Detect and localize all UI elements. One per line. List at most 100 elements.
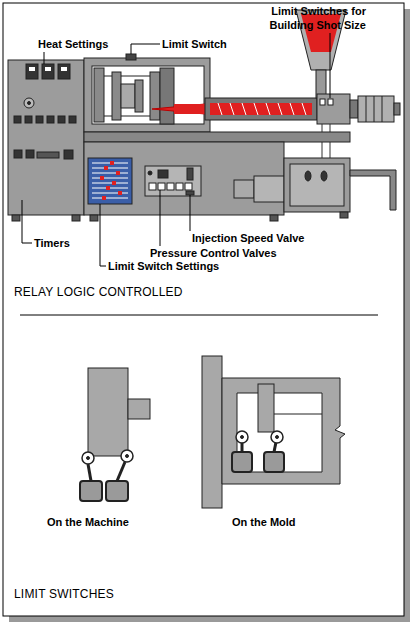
machine-base-part-part <box>112 181 116 185</box>
leader-lines-part <box>160 190 161 246</box>
control-cabinet <box>8 60 84 221</box>
machine-base-part <box>254 176 284 202</box>
control-cabinet-part <box>64 150 73 159</box>
machine-base-part-part <box>92 178 128 179</box>
machine-base-part-part <box>110 161 114 165</box>
mold-limit-switches-part <box>258 384 274 432</box>
machine-base-part <box>84 142 284 215</box>
clamp-unit-part <box>174 104 205 114</box>
clamp-unit-part <box>121 84 135 108</box>
clamp-unit-part <box>135 80 143 112</box>
machine-limit-switches-part <box>87 457 90 460</box>
callout-label: Heat Settings <box>38 38 108 51</box>
machine-base-part <box>187 168 193 180</box>
machine-base-part-part <box>92 193 128 194</box>
machine-base-part-part <box>100 176 104 180</box>
page-frame-part <box>3 3 404 616</box>
machine-limit-switches-part <box>88 368 128 456</box>
clamp-unit <box>84 54 210 132</box>
panel-caption: RELAY LOGIC CONTROLLED <box>14 285 183 299</box>
control-cabinet-part <box>14 150 22 158</box>
injection-unit-part <box>317 94 350 124</box>
mold-limit-switches <box>202 356 346 508</box>
injection-unit-part <box>290 103 294 115</box>
machine-limit-switches-part <box>82 452 94 464</box>
injection-unit-part <box>266 103 270 115</box>
machine-base-part-part <box>92 173 128 174</box>
control-cabinet-part <box>37 152 59 158</box>
machine-limit-switches-part <box>126 455 129 458</box>
callout-label: Injection Speed Valve <box>192 232 305 245</box>
control-cabinet-part <box>26 150 34 158</box>
injection-unit-part <box>382 96 383 122</box>
machine-base-part <box>270 215 278 221</box>
control-cabinet-part <box>36 116 43 123</box>
view-label: On the Machine <box>47 516 129 529</box>
control-cabinet-part <box>14 116 21 123</box>
page-frame <box>3 3 410 622</box>
machine-base-part <box>100 161 122 200</box>
machine-base-part <box>234 180 254 198</box>
control-cabinet-part <box>12 215 20 221</box>
clamp-unit-part <box>126 54 136 60</box>
machine-base-part-part <box>104 166 108 170</box>
injection-unit-part <box>242 103 246 115</box>
control-cabinet-part <box>47 116 54 123</box>
callout-label: Limit Switches for Building Shot Size <box>236 4 366 32</box>
machine-base-part <box>340 212 348 218</box>
machine-limit-switches-part <box>106 481 128 501</box>
control-cabinet-part <box>26 64 38 79</box>
page-frame-part <box>20 315 378 316</box>
machine-limit-switches-part <box>117 462 125 481</box>
mold-limit-switches-part <box>241 436 244 439</box>
injection-unit-part <box>374 96 375 122</box>
view-label: On the Mold <box>232 516 296 529</box>
callout-label: Limit Switch <box>162 38 227 51</box>
leader-lines-part <box>190 195 191 231</box>
injection-unit-part <box>210 103 312 115</box>
clamp-unit-part <box>160 68 174 124</box>
machine-base-part <box>92 163 128 198</box>
machine-base-part <box>305 171 311 181</box>
injection-unit-part <box>366 96 367 122</box>
injection-unit-part <box>358 96 394 122</box>
injection-unit-part <box>230 103 234 115</box>
clamp-unit-part <box>92 66 204 124</box>
machine-base-part <box>290 164 344 206</box>
machine-base-part <box>321 171 327 181</box>
mold-limit-switches-part <box>232 452 252 472</box>
mold-limit-switches-part <box>274 414 322 415</box>
leader-lines-part <box>44 52 45 64</box>
control-cabinet-part <box>42 64 54 79</box>
injection-unit-part <box>218 103 222 115</box>
clamp-unit-part <box>94 68 104 122</box>
callout-label: Pressure Control Valves <box>150 247 277 260</box>
leader-lines-part <box>22 200 32 243</box>
injection-unit-part <box>320 99 325 105</box>
mold-limit-switches-part <box>276 436 279 439</box>
machine-base-part-part <box>116 171 120 175</box>
machine-base-part <box>186 191 194 195</box>
control-cabinet-part <box>69 116 76 123</box>
leader-lines-part <box>131 44 160 54</box>
mold-limit-switches-part <box>340 430 346 431</box>
panel-caption: LIMIT SWITCHES <box>14 587 114 601</box>
machine-limit-switches-part <box>121 450 133 462</box>
machine-base-part-part <box>118 191 122 195</box>
leader-lines-part <box>100 204 106 266</box>
machine-limit-switches <box>80 368 150 501</box>
control-cabinet-part <box>58 116 65 123</box>
control-cabinet-part <box>72 215 80 221</box>
injection-unit-part <box>205 98 317 120</box>
machine-base-part-part <box>106 186 110 190</box>
callout-label: Limit Switch Settings <box>108 260 219 273</box>
machine-limit-switches-part <box>88 464 91 481</box>
control-cabinet-part <box>24 98 34 108</box>
leader-lines <box>22 33 330 266</box>
clamp-unit-part <box>84 58 210 132</box>
control-cabinet-part <box>8 60 84 215</box>
clamp-unit-part <box>150 72 160 120</box>
machine-base-part <box>148 171 152 175</box>
